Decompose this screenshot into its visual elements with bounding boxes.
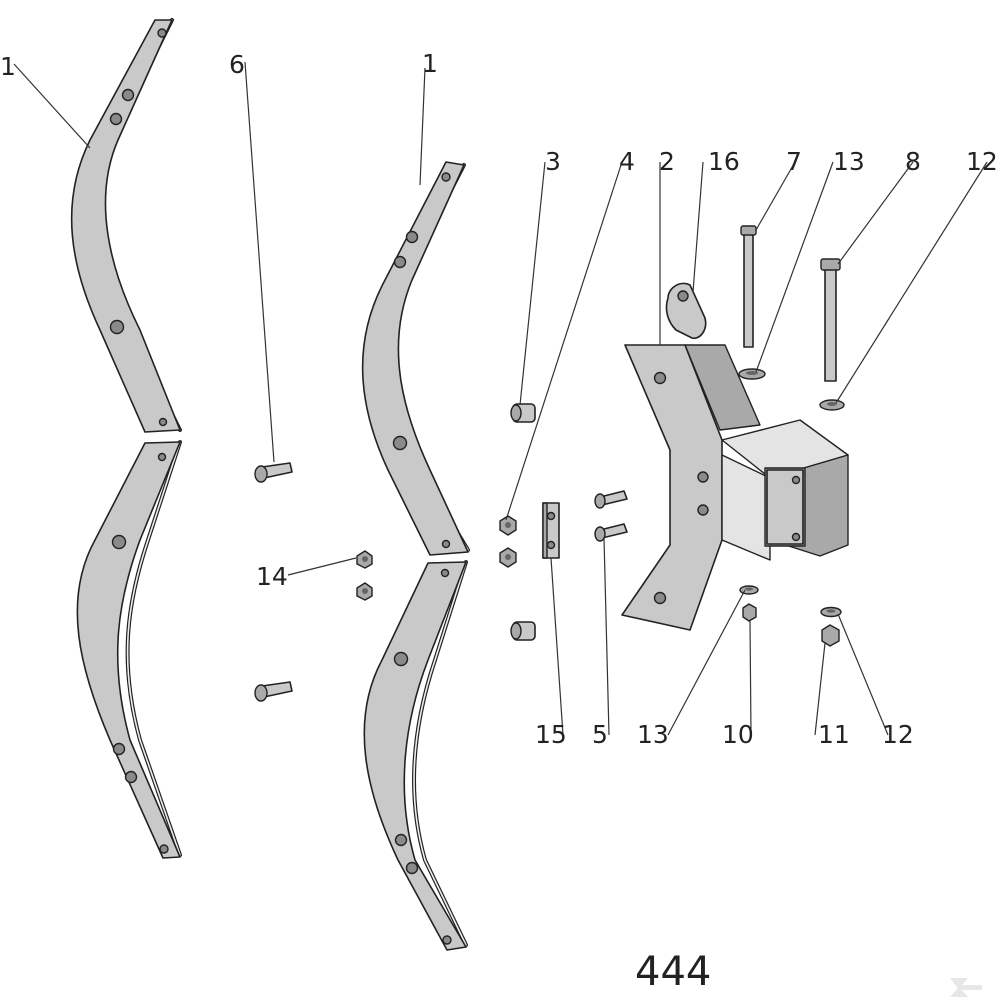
nut-4-upper bbox=[499, 515, 517, 536]
bolt-5-upper bbox=[594, 490, 628, 509]
nut-14-lower bbox=[356, 582, 373, 601]
callout-13-bottom: 13 bbox=[637, 720, 669, 749]
callout-8: 8 bbox=[905, 147, 921, 176]
callout-12-top: 12 bbox=[966, 147, 998, 176]
callout-6: 6 bbox=[229, 50, 245, 79]
spring-tine-middle-upper bbox=[361, 161, 470, 556]
clamp-plate-15 bbox=[542, 502, 560, 559]
spring-tine-middle-lower bbox=[363, 560, 468, 951]
callout-10: 10 bbox=[722, 720, 754, 749]
nut-10 bbox=[742, 603, 757, 622]
callout-1-middle: 1 bbox=[422, 49, 438, 78]
bolt-6-upper bbox=[254, 462, 293, 483]
bolt-6-lower bbox=[254, 681, 293, 702]
callout-12-bottom: 12 bbox=[882, 720, 914, 749]
spring-tine-left-lower bbox=[76, 440, 182, 859]
long-bolt-7 bbox=[740, 225, 757, 348]
washer-13-upper bbox=[738, 368, 766, 380]
callout-3: 3 bbox=[545, 147, 561, 176]
callout-14: 14 bbox=[256, 562, 288, 591]
lock-plate-16 bbox=[665, 282, 707, 340]
page-number: 444 bbox=[635, 949, 711, 995]
callout-11: 11 bbox=[818, 720, 850, 749]
spring-tine-left-upper bbox=[70, 18, 182, 433]
bolt-5-lower bbox=[594, 523, 628, 542]
bushing-3-upper bbox=[510, 403, 536, 423]
callout-15: 15 bbox=[535, 720, 567, 749]
washer-13-lower bbox=[739, 585, 759, 595]
callout-4: 4 bbox=[619, 147, 635, 176]
callout-5: 5 bbox=[592, 720, 608, 749]
washer-12-lower bbox=[820, 606, 842, 618]
nut-11 bbox=[821, 624, 840, 647]
callout-16: 16 bbox=[708, 147, 740, 176]
k-brand-logo-icon bbox=[944, 970, 986, 1000]
callout-13-top: 13 bbox=[833, 147, 865, 176]
callout-7: 7 bbox=[786, 147, 802, 176]
washer-12-upper bbox=[819, 399, 845, 411]
callout-1-left: 1 bbox=[0, 52, 16, 81]
callout-2: 2 bbox=[659, 147, 675, 176]
mounting-bracket-2 bbox=[621, 344, 849, 631]
bushing-3-lower bbox=[510, 621, 536, 641]
nut-14-upper bbox=[356, 550, 373, 569]
long-bolt-8 bbox=[820, 258, 841, 382]
leader-lines bbox=[13, 61, 988, 736]
nut-4-lower bbox=[499, 547, 517, 568]
